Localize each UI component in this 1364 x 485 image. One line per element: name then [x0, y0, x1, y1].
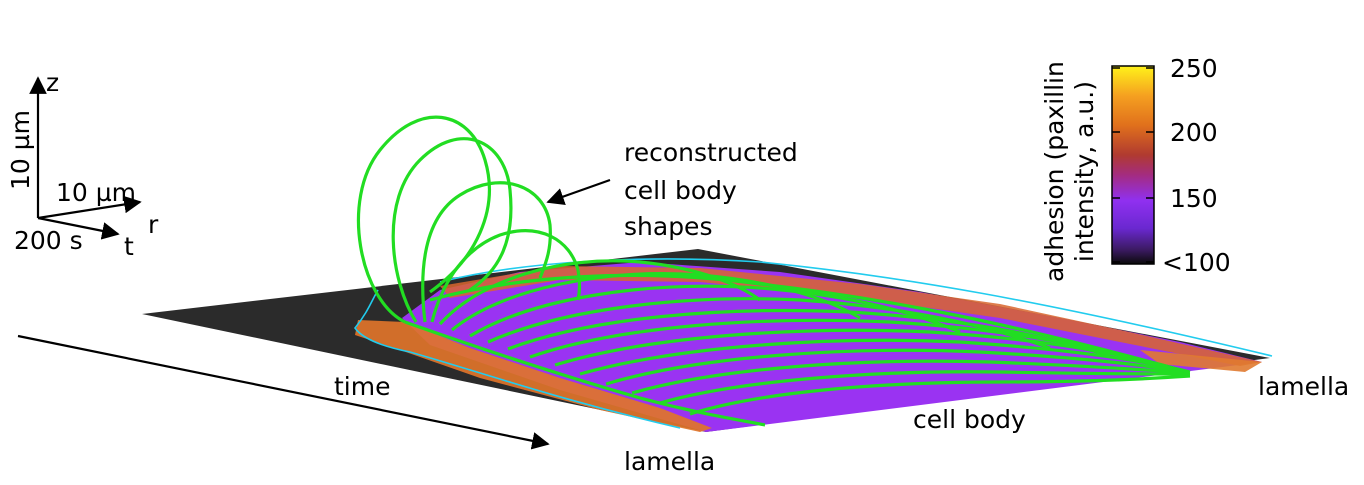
colorbar-tick-250: 250	[1170, 54, 1218, 83]
axis-triad	[29, 76, 142, 240]
time-label: time	[334, 372, 391, 401]
colorbar-title-line-2: intensity, a.u.)	[1070, 81, 1099, 263]
shape-ridge	[429, 273, 1189, 374]
colorbar-ticks	[1112, 67, 1154, 263]
shape-outline	[529, 318, 1151, 366]
shape-outline	[469, 284, 961, 338]
r-scale-label: 10 µm	[56, 178, 137, 207]
colorbar-title: adhesion (paxillin intensity, a.u.)	[1040, 61, 1100, 282]
r-axis-arrow	[37, 195, 142, 220]
shape-baseline	[404, 320, 766, 427]
colorbar-tick-150: 150	[1170, 184, 1218, 213]
colorbar	[1111, 65, 1155, 265]
boundary-line-front	[353, 289, 681, 429]
cell-body-label: cell body	[913, 405, 1026, 434]
colorbar-tick-100: <100	[1162, 248, 1231, 277]
shape-outline	[438, 259, 761, 326]
t-axis-label: t	[124, 232, 134, 261]
reconstructed-shapes	[356, 115, 1191, 427]
z-scale-label: 10 µm	[6, 109, 35, 190]
annotation-line-2: cell body	[624, 176, 737, 205]
lamella-right-label: lamella	[1258, 372, 1350, 401]
adhesion-surface	[402, 262, 1262, 432]
lamella-front-label: lamella	[624, 447, 716, 476]
z-axis-label: z	[46, 68, 60, 97]
annotation-pointer	[546, 178, 611, 205]
r-axis-label: r	[148, 210, 159, 239]
t-axis-arrow	[37, 216, 120, 240]
shape-outline	[430, 229, 582, 323]
shape-outline	[605, 348, 1189, 386]
shape-outline	[356, 115, 491, 324]
shape-outline	[579, 338, 1191, 376]
shape-outline	[421, 181, 552, 323]
shape-outline	[631, 359, 1189, 395]
front-lamella-band	[355, 320, 712, 432]
time-arrow	[17, 334, 550, 450]
shape-outline	[689, 374, 1191, 416]
annotation-line-1: reconstructed	[624, 138, 798, 167]
boundary-line-back	[439, 258, 1273, 357]
right-corner-band	[1140, 350, 1262, 372]
t-scale-label: 200 s	[14, 226, 83, 255]
annotation-line-3: shapes	[624, 212, 713, 241]
colorbar-tick-200: 200	[1170, 118, 1218, 147]
shape-outline	[450, 272, 861, 332]
colorbar-title-line-1: adhesion (paxillin	[1040, 61, 1069, 282]
shape-outline	[391, 137, 513, 323]
shape-outline	[659, 370, 1191, 405]
